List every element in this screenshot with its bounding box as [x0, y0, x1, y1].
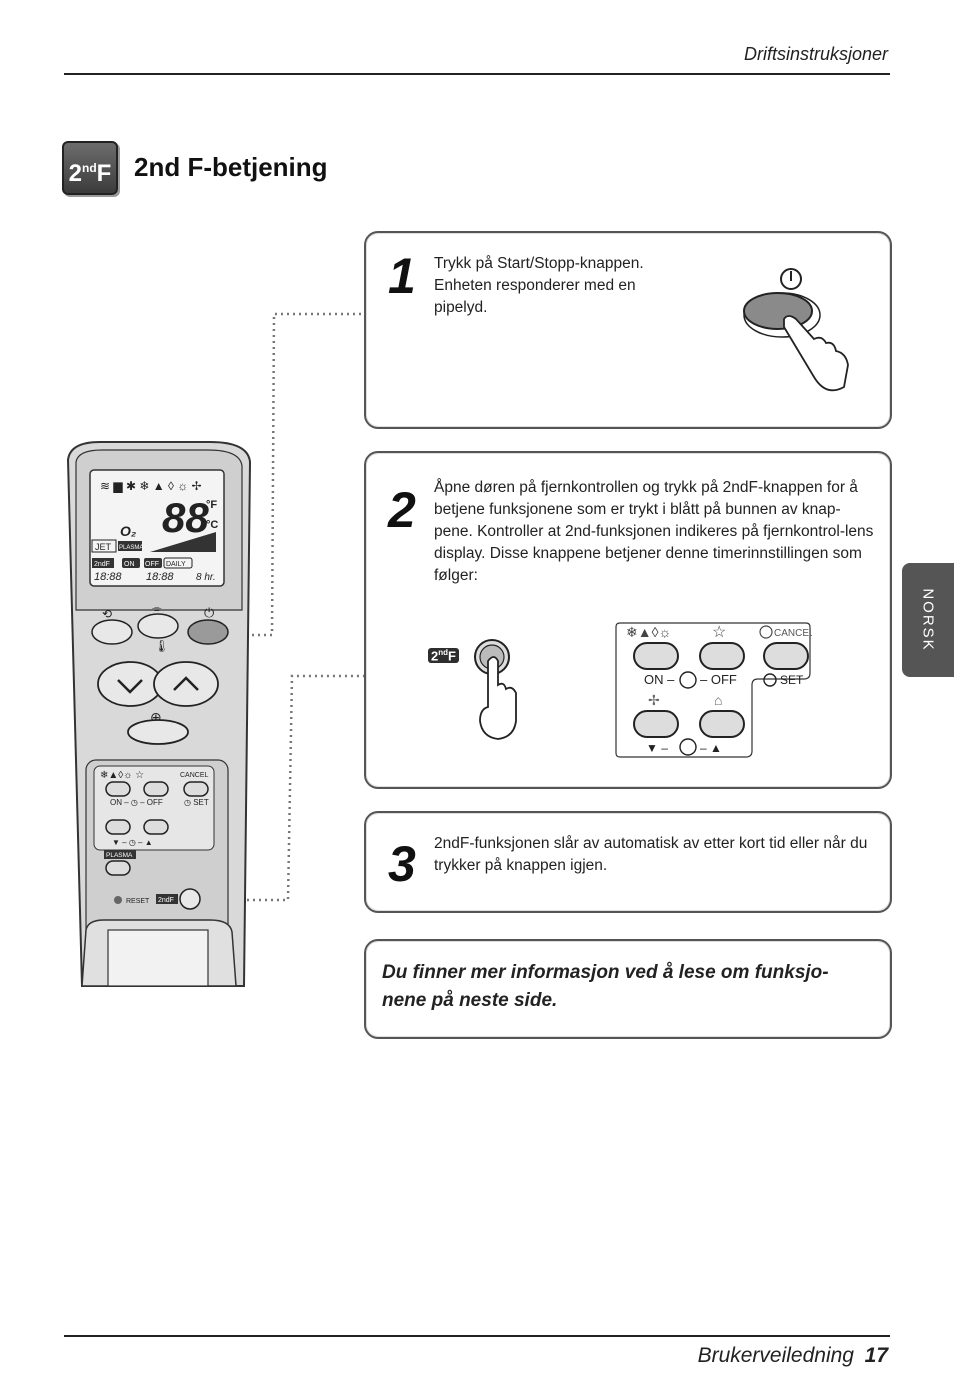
svg-text:88: 88 — [162, 494, 209, 541]
step-3-box: 3 2ndF-funksjonen slår av automatisk av … — [364, 811, 892, 913]
svg-text:⌯: ⌯ — [152, 601, 162, 615]
svg-text:⌂: ⌂ — [714, 692, 722, 708]
step-1-number: 1 — [388, 248, 416, 304]
svg-text:⏻: ⏻ — [204, 605, 214, 620]
svg-text:▼ –: ▼ – — [646, 741, 668, 755]
svg-text:ON: ON — [124, 561, 135, 568]
section-title: 2nd F-betjening — [134, 152, 328, 182]
svg-text:PLASMA: PLASMA — [106, 852, 133, 859]
note-box: Du finner mer informasjon ved å lese om … — [364, 939, 892, 1039]
svg-text:ON –: ON – — [644, 672, 675, 687]
remote-mode-button — [137, 613, 179, 639]
svg-text:18:88: 18:88 — [94, 571, 122, 583]
remote-power-button — [187, 619, 229, 645]
panel-cancel-button — [763, 642, 809, 670]
step-1-box: 1 Trykk på Start/Stopp-knappen. Enheten … — [364, 231, 892, 429]
remote-display — [89, 469, 225, 587]
svg-text:SET: SET — [780, 673, 804, 687]
svg-text:❄▲◊☼: ❄▲◊☼ — [626, 624, 671, 640]
svg-text:▼ – ◷ – ▲: ▼ – ◷ – ▲ — [112, 838, 153, 847]
note-text: Du finner mer informasjon ved å lese om … — [382, 962, 829, 1011]
svg-text:ON – ◷ – OFF: ON – ◷ – OFF — [110, 798, 163, 807]
panel-star-button — [699, 642, 745, 670]
step-3-text: 2ndF-funksjonen slår av automatisk av et… — [434, 835, 868, 874]
svg-text:≋ ▆ ✱ ❄ ▲ ◊ ☼ ✢: ≋ ▆ ✱ ❄ ▲ ◊ ☼ ✢ — [100, 479, 202, 493]
step-2-text: Åpne døren på fjernkontrollen og trykk p… — [434, 479, 874, 584]
press-2ndf-button-icon — [474, 639, 517, 740]
svg-text:☆: ☆ — [712, 624, 726, 641]
remote-temp-up-button — [153, 661, 219, 707]
svg-text:RESET: RESET — [126, 898, 150, 905]
svg-text:8 hr.: 8 hr. — [196, 572, 216, 583]
panel-cool-button — [633, 642, 679, 670]
header-rule — [64, 73, 890, 75]
second-f-badge-icon: 2ndF — [62, 141, 118, 195]
remote-fan-button — [127, 719, 189, 745]
step-2-box: 2 Åpne døren på fjernkontrollen og trykk… — [364, 451, 892, 789]
svg-text:2ndF: 2ndF — [158, 897, 174, 904]
leader-line-2ndf — [205, 674, 365, 902]
remote-2ndf-button — [179, 888, 201, 910]
timer-buttons-panel: ❄▲◊☼ ☆ CANCEL ON – – OFF SET ✢ ⌂ ▼ – – ▲ — [615, 622, 812, 758]
svg-text:⟲: ⟲ — [102, 607, 112, 621]
svg-text:OFF: OFF — [145, 561, 159, 568]
footer-title: Brukerveiledning — [697, 1344, 854, 1367]
step-1-text: Trykk på Start/Stopp-knappen. Enheten re… — [434, 255, 644, 316]
remote-temp-down-button — [97, 661, 163, 707]
svg-text:JET: JET — [95, 542, 112, 552]
running-header: Driftsinstruksjoner — [743, 44, 888, 64]
svg-text:⊕: ⊕ — [150, 709, 162, 725]
language-tab: NORSK — [902, 563, 954, 677]
svg-text:◷ SET: ◷ SET — [184, 798, 209, 807]
svg-text:PLASMA: PLASMA — [119, 545, 143, 551]
svg-text:°C: °C — [206, 519, 218, 531]
svg-text:°F: °F — [206, 499, 217, 511]
svg-text:– ▲: – ▲ — [700, 741, 722, 755]
svg-text:18:88: 18:88 — [146, 571, 174, 583]
second-f-chip: 2ndF — [428, 648, 459, 664]
panel-fan-button — [633, 710, 679, 738]
svg-text:🌡: 🌡 — [154, 639, 169, 653]
press-power-button-icon — [743, 268, 849, 392]
page-number: 17 — [864, 1344, 888, 1367]
svg-text:2ndF: 2ndF — [94, 561, 110, 568]
footer-rule — [64, 1335, 890, 1337]
remote-control-illustration: ≋ ▆ ✱ ❄ ▲ ◊ ☼ ✢ 88 °F °C O₂ JET PLASMA 2… — [66, 312, 365, 987]
panel-home-button — [699, 710, 745, 738]
step-2-number: 2 — [388, 482, 416, 538]
svg-text:O₂: O₂ — [120, 523, 136, 539]
step-3-number: 3 — [388, 836, 416, 892]
svg-text:CANCEL: CANCEL — [180, 772, 209, 779]
svg-text:❄▲◊☼ ☆: ❄▲◊☼ ☆ — [100, 770, 144, 781]
svg-text:DAILY: DAILY — [166, 561, 186, 568]
svg-text:CANCEL: CANCEL — [774, 628, 812, 639]
svg-text:✢: ✢ — [648, 692, 660, 708]
svg-text:– OFF: – OFF — [700, 672, 737, 687]
remote-swing-button — [91, 619, 133, 645]
